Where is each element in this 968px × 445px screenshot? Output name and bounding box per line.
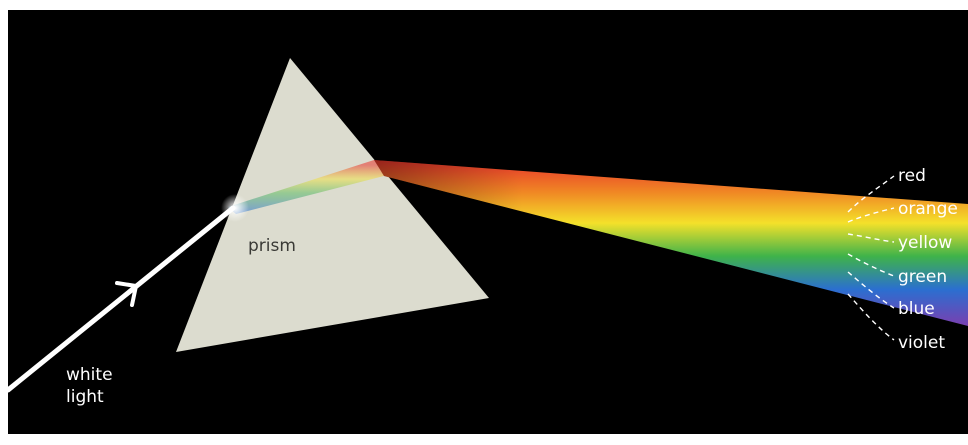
label-red: red [898,166,926,186]
leader-yellow [847,233,895,243]
label-violet: violet [898,333,945,353]
leader-red [847,175,895,213]
white-light-label-line2: light [66,387,104,407]
internal-beam [228,160,384,214]
beam-direction-arrow [115,281,138,307]
white-light-beam [5,205,236,393]
spectrum-fan-shade [374,160,968,326]
prism-label: prism [248,236,296,256]
prism-shape [176,58,489,352]
label-blue: blue [898,299,935,319]
label-orange: orange [898,199,958,219]
leader-blue [847,271,895,309]
white-light-label-line1: white [66,365,113,385]
label-yellow: yellow [898,233,952,253]
entry-point-glow [221,194,249,222]
leader-orange [847,207,895,223]
label-green: green [898,267,947,287]
spectrum-leader-lines [847,175,895,341]
leader-green [847,253,895,277]
